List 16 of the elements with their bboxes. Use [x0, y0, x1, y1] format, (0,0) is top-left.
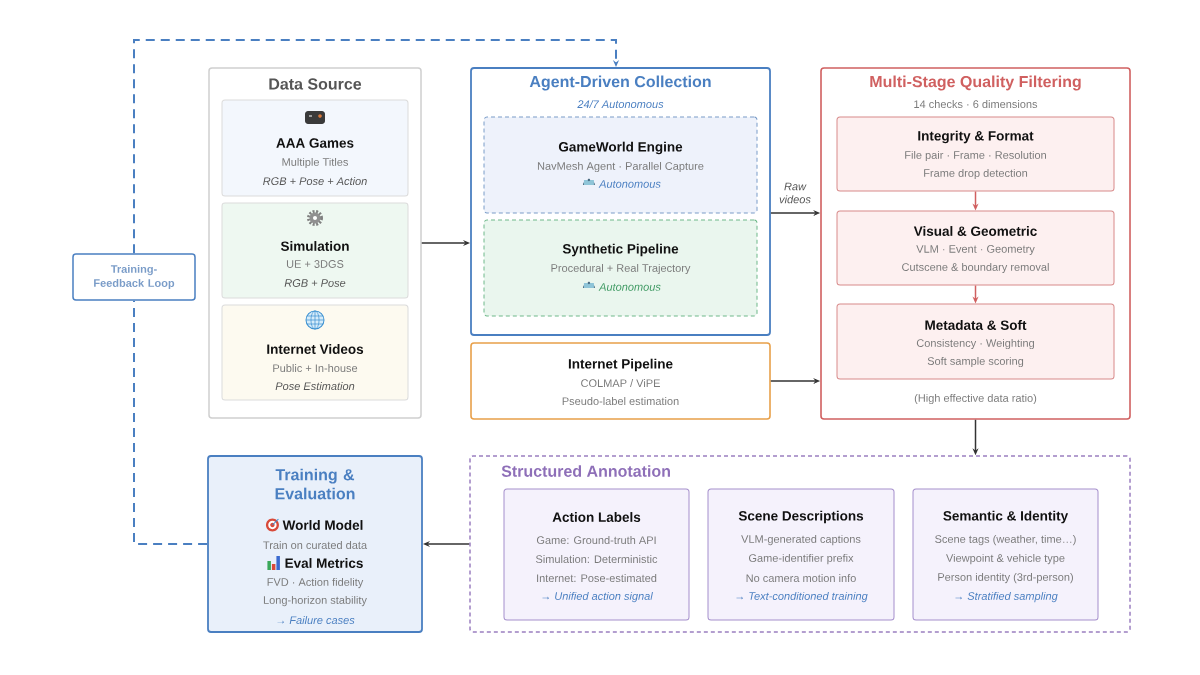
process-box: Visual & Geometric VLM · Event · Geometry Cutscene & boundary removal	[836, 210, 1115, 286]
process-box: Integrity & Format File pair · Frame · Resolution Frame drop detection	[836, 116, 1115, 192]
process-box: GameWorld Engine NavMesh Agent · Parallel Capture Autonomous	[483, 116, 758, 214]
process-box: Internet Pipeline COLMAP / ViPE Pseudo-label estimation	[470, 342, 771, 420]
process-box: Metadata & Soft Consistency · Weighting Soft sample scoring	[836, 303, 1115, 380]
source-card: AAA Games Multiple Titles RGB + Pose + Action	[221, 99, 409, 197]
process-box: Synthetic Pipeline Procedural + Real Trajectory Autonomous	[483, 219, 758, 317]
edge-label: Raw videos	[779, 182, 811, 204]
process-box: Action Labels Game: Ground-truth API Simulation: Deterministic Internet: Pose-estimated → Unified action signal	[503, 488, 690, 621]
loop-box: Training-Feedback Loop	[72, 253, 196, 301]
arrow	[133, 39, 620, 255]
panel: Training & Evaluation World Model Train on curated data Eval Metrics FVD · Action fidelity Long-horizon stability → Failure cases	[207, 455, 423, 633]
source-card: Simulation UE + 3DGS RGB + Pose	[221, 202, 409, 299]
process-box: Semantic & Identity Scene tags (weather, time…) Viewpoint & vehicle type Person identity (3rd-person) → Stratified sampling	[912, 488, 1099, 621]
process-box: Scene Descriptions VLM-generated captions Game-identifier prefix No camera motion info → Text-conditioned training	[707, 488, 895, 621]
source-card: Internet Videos Public + In-house Pose Estimation	[221, 304, 409, 401]
